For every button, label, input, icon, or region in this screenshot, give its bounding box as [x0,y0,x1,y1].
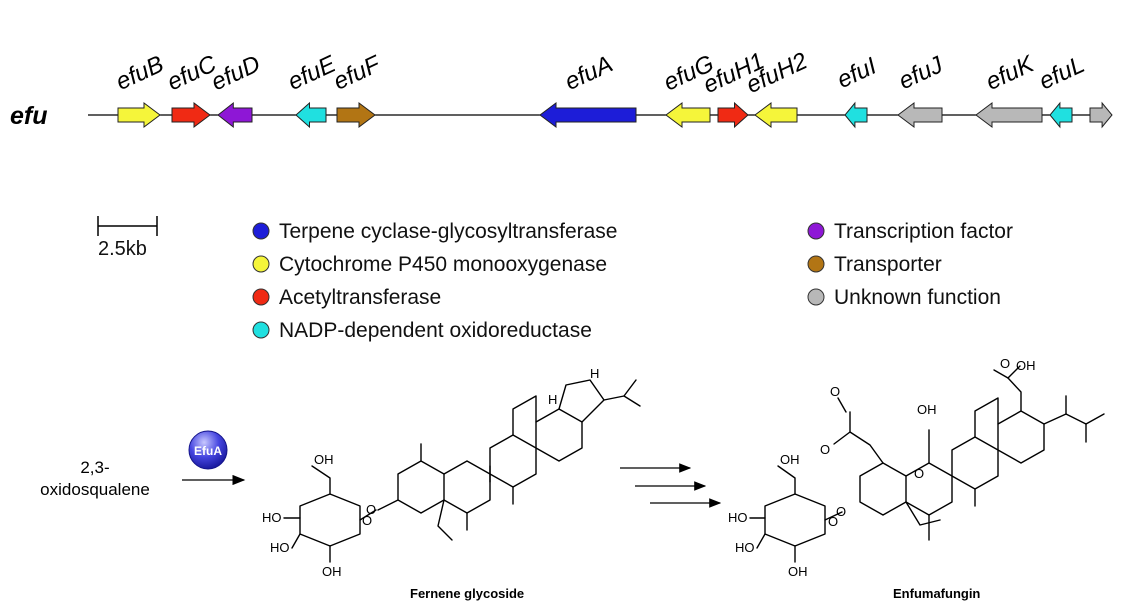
atom-label: OH [314,452,334,467]
atom-label: OH [788,564,808,579]
legend-label: Unknown function [834,286,1001,309]
gene-arrow-efuD [217,101,253,129]
scale-bar-label: 2.5kb [98,238,147,260]
atom-label: O [1000,356,1010,371]
gene-label-efuF: efuF [329,50,385,95]
cluster-name: efu [10,102,48,130]
gene-arrow-efuJ [897,102,943,128]
legend-swatch [807,288,825,306]
gene-label-efuA: efuA [561,51,617,96]
atom-label: O [362,513,372,528]
legend-swatch [252,288,270,306]
gene-arrow-efuC [171,102,211,128]
atom-label: H [590,366,599,381]
gene-arrows [117,101,1113,129]
atom-label: OH [917,402,937,417]
legend-label: Terpene cyclase-glycosyltransferase [279,220,617,243]
gene-label-efuB: efuB [112,51,168,96]
atom-label: O [828,514,838,529]
atom-label: O [820,442,830,457]
atom-label: HO [270,540,290,555]
gene-arrow-efuM [1089,101,1113,129]
atom-label: HO [262,510,282,525]
atom-label: OH [780,452,800,467]
substrate-label-line1: 2,3- [80,458,109,477]
gene-arrow-efuA [539,102,637,128]
atom-label: O [366,502,376,517]
gene-arrow-efuF [336,102,376,128]
gene-label-efuD: efuD [207,50,264,96]
atom-label: O [830,384,840,399]
gene-arrow-efuH1 [717,101,749,129]
legend-label: Cytochrome P450 monooxygenase [279,253,607,276]
gene-label-efuK: efuK [982,50,1039,96]
legend-swatch [252,222,270,240]
legend-label: Acetyltransferase [279,286,441,309]
multistep-arrows [620,463,722,508]
intermediate-caption: Fernene glycoside [410,586,524,601]
gene-arrow-efuK [975,102,1043,128]
atom-label: HO [728,510,748,525]
atom-label: O [914,466,924,481]
legend-swatch [807,255,825,273]
gene-arrow-efuH2 [754,102,798,128]
gene-label-efuJ: efuJ [895,51,948,95]
atom-label: OH [322,564,342,579]
atom-label: H [548,392,557,407]
pathway: 2,3- oxidosqualene EfuA [40,365,1105,601]
gene-arrow-efuG [665,102,711,128]
substrate-label-line2: oxidosqualene [40,480,150,499]
legend-swatch [252,255,270,273]
gene-arrow-efuI [844,101,868,129]
product-caption: Enfumafungin [893,586,980,601]
legend-label: NADP-dependent oxidoreductase [279,319,592,342]
legend: Terpene cyclase-glycosyltransferaseCytoc… [252,220,1013,342]
legend-label: Transcription factor [834,220,1013,243]
gene-label-efuL: efuL [1035,51,1089,95]
atom-label: O [836,504,846,519]
enzyme-ball [188,430,228,470]
legend-label: Transporter [834,253,942,276]
gene-label-efuI: efuI [833,52,881,94]
fernene-glycoside-structure [283,379,641,563]
gene-arrow-efuB [117,102,161,128]
scale-bar: 2.5kb [97,216,158,260]
atom-label: OH [1016,358,1036,373]
gene-arrow-efuL [1049,101,1073,129]
gene-arrow-efuE [295,101,327,129]
legend-swatch [807,222,825,240]
enzyme-label: EfuA [194,444,222,458]
legend-swatch [252,321,270,339]
atom-label: HO [735,540,755,555]
enfumafungin-structure [749,365,1105,563]
